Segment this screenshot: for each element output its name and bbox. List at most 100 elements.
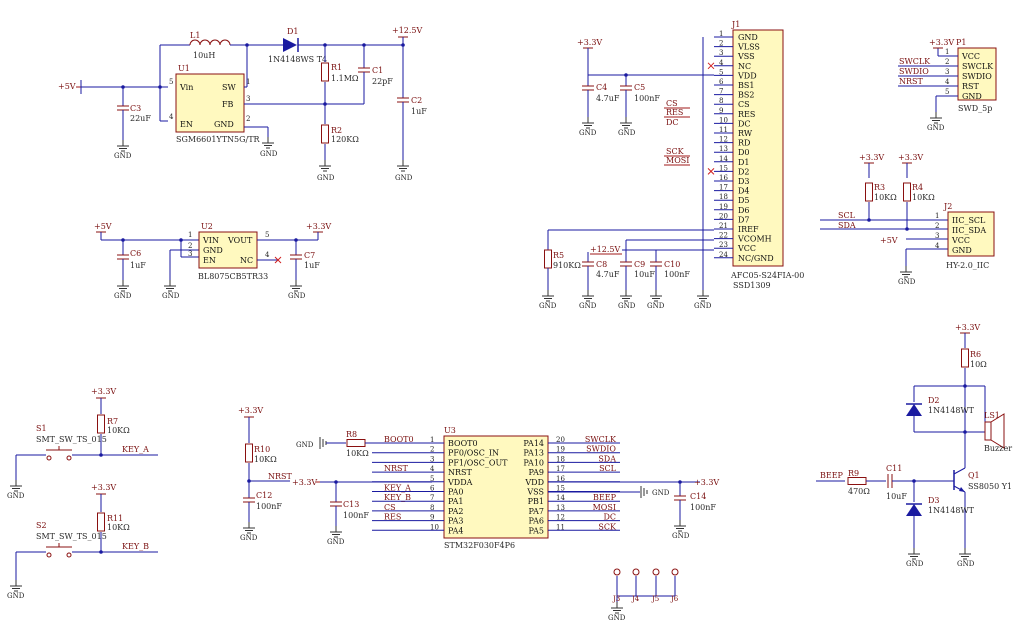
gnd-label: GND [162, 292, 180, 300]
s1-ref: S1 [36, 424, 47, 433]
c2-value: 1uF [411, 107, 427, 116]
c11-value: 10uF [886, 492, 907, 501]
gnd-label: GND [317, 174, 335, 182]
c7-value: 1uF [304, 261, 320, 270]
net-33v-label: +3.3V [898, 153, 923, 162]
u1-pin-en: EN [180, 120, 193, 129]
gnd-label: GND [579, 129, 597, 137]
d3-ref: D3 [928, 496, 940, 505]
u1-pin4: 4 [169, 113, 174, 121]
gnd-label: GND [539, 302, 557, 310]
net-sda-label: SDA [838, 221, 856, 230]
u2-pin5: 5 [265, 231, 269, 239]
net-33v-label: +3.3V [694, 478, 719, 487]
net-res-label: RES [666, 108, 683, 117]
j1-pin-label: D5 [738, 196, 750, 205]
j2-pin-sda: IIC_SDA [952, 226, 986, 235]
r1-ref: R1 [331, 63, 342, 72]
net-key-b-label: KEY_B [122, 542, 149, 551]
p1-ref: P1 [956, 38, 966, 47]
buttons-section: +3.3V R7 10KΩ GND S1 SMT_SW_TS_015 KEY_A… [7, 387, 158, 600]
u3-right-pin-label: PA9 [528, 468, 544, 477]
gnd-label: GND [906, 560, 924, 568]
u2-pin-gnd: GND [203, 246, 223, 255]
j5-label: J5 [651, 595, 659, 603]
p1-pin3: 3 [945, 68, 949, 76]
u1-pin-fb: FB [222, 100, 234, 109]
u1-pin3: 3 [246, 95, 250, 103]
c6-value: 1uF [130, 261, 146, 270]
u3-ref: U3 [444, 426, 456, 435]
gnd-label: GND [927, 124, 945, 132]
u3-right-pin-label: PA7 [528, 507, 544, 516]
j1-pin-label: RD [738, 139, 750, 148]
net-5v-label: +5V [94, 222, 112, 231]
gnd-label: GND [240, 534, 258, 542]
u3-right-pin-number: 17 [556, 465, 565, 473]
u3-left-pin-label: PA4 [448, 526, 464, 535]
l1-value: 10uH [193, 51, 215, 60]
net-12v5-label: +12.5V [590, 245, 621, 254]
j2-pin1: 1 [935, 212, 939, 220]
u2-pin3: 3 [188, 250, 192, 258]
j2-pin3: 3 [935, 232, 939, 240]
j1-part: AFC05-S24FIA-00 [730, 271, 804, 280]
j1-subpart: SSD1309 [733, 281, 771, 290]
j1-pin-number: 10 [719, 116, 728, 124]
p1-pin-vcc: VCC [961, 52, 980, 61]
net-key-a-label: KEY_A [122, 445, 149, 454]
boost-converter-section: +5V GND C3 22uF L1 10uH D1 1N4148WS T4 [58, 26, 427, 182]
u3-left-pin-number: 10 [430, 523, 439, 531]
u3-left-pin-label: BOOT0 [448, 439, 478, 448]
j4-label: J4 [631, 595, 640, 603]
u3-right-pin-number: 13 [556, 504, 565, 512]
j1-pin-number: 15 [719, 164, 728, 172]
net-33v-label: +3.3V [238, 406, 263, 415]
j1-pin-number: 12 [719, 136, 728, 144]
net-12v5-label: +12.5V [392, 26, 423, 35]
no-connect-mark [707, 62, 715, 70]
u1-pin2: 2 [246, 115, 250, 123]
j1-pin-label: VCOMH [737, 235, 772, 244]
p1-pin2: 2 [945, 58, 949, 66]
u3-right-net-label: SWDIO [586, 445, 616, 454]
j1-pin-number: 19 [719, 203, 728, 211]
d2-value: 1N4148WT [928, 406, 975, 415]
gnd-label: GND [898, 278, 916, 286]
u3-left-pin-label: PA0 [448, 488, 464, 497]
j1-pin-label: BS2 [738, 91, 754, 100]
gnd-label: GND [7, 592, 25, 600]
u3-right-pin-label: PA5 [528, 526, 544, 535]
p1-body [957, 47, 997, 101]
c1-value: 22pF [372, 77, 393, 86]
net-mosi-label: MOSI [666, 156, 689, 165]
u3-left-pin-number: 5 [430, 475, 434, 483]
r8-value: 10KΩ [346, 449, 369, 458]
u2-pin-nc: NC [240, 256, 253, 265]
u3-left-net-label: KEY_B [384, 493, 411, 502]
r7-ref: R7 [107, 417, 118, 426]
u3-left-pin-label: PA2 [448, 507, 464, 516]
u3-right-net-label: SCL [599, 464, 617, 473]
j2-body [947, 211, 995, 257]
j1-pin-label: VSS [737, 52, 755, 61]
r11-ref: R11 [107, 514, 123, 523]
net-nrst-label: NRST [899, 77, 924, 86]
u3-left-net-label: BOOT0 [384, 435, 414, 444]
p1-pin-swdio: SWDIO [962, 72, 992, 81]
j2-ref: J2 [943, 202, 952, 211]
j1-pin-number: 13 [719, 145, 728, 153]
r3-value: 10KΩ [874, 193, 897, 202]
j1-pin-number: 5 [719, 68, 723, 76]
c7-ref: C7 [304, 251, 315, 260]
c3-value: 22uF [130, 114, 151, 123]
c3-ref: C3 [130, 104, 141, 113]
u3-left-pin-number: 9 [430, 514, 434, 522]
u3-right-net-label: SDA [598, 454, 616, 463]
p1-pin4: 4 [945, 78, 950, 86]
u3-right-net-label: SCK [598, 522, 617, 531]
u3-left-net-label: KEY_A [384, 484, 411, 493]
j1-pin-number: 24 [719, 251, 728, 259]
net-cs-label: CS [666, 99, 678, 108]
u1-body [175, 73, 245, 133]
